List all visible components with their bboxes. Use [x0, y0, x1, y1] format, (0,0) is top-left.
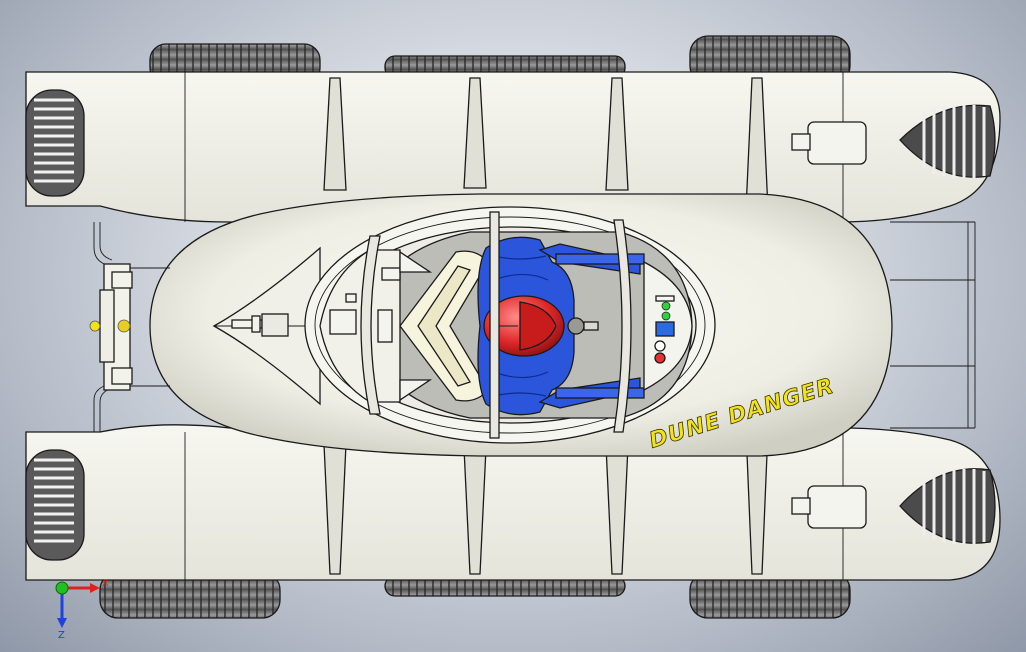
axis-z-label: Z — [58, 630, 65, 641]
axis-y-icon — [55, 581, 69, 595]
nose-hardware — [231, 313, 289, 337]
indicator-green-1 — [661, 301, 671, 311]
button-red — [654, 352, 666, 364]
headlight-left — [89, 320, 101, 332]
dashboard — [319, 249, 433, 403]
rear-rail-frame — [890, 221, 976, 429]
rear-exhaust-bottom — [899, 468, 996, 544]
pod-bottom — [25, 424, 1001, 581]
axis-triad[interactable]: X Z — [44, 572, 114, 642]
rear-exhaust-top — [899, 104, 996, 178]
axis-x-label: X — [102, 578, 109, 589]
mirror-mount-top — [791, 121, 867, 165]
canopy — [304, 206, 716, 444]
headlight-right — [117, 319, 131, 333]
button-white — [654, 340, 666, 352]
front-intake-bottom — [25, 449, 85, 561]
pod-top — [25, 71, 1001, 223]
instrument-panel — [643, 260, 693, 392]
indicator-green-2 — [661, 311, 671, 321]
mirror-mount-bottom — [791, 485, 867, 529]
seat — [399, 250, 489, 402]
roll-cage — [360, 211, 632, 439]
ribs-bottom — [323, 429, 769, 575]
ribs-top — [323, 77, 769, 211]
front-bumper — [89, 263, 170, 391]
driver — [477, 236, 645, 416]
display-screen — [655, 321, 675, 337]
front-intake-top — [25, 89, 85, 197]
